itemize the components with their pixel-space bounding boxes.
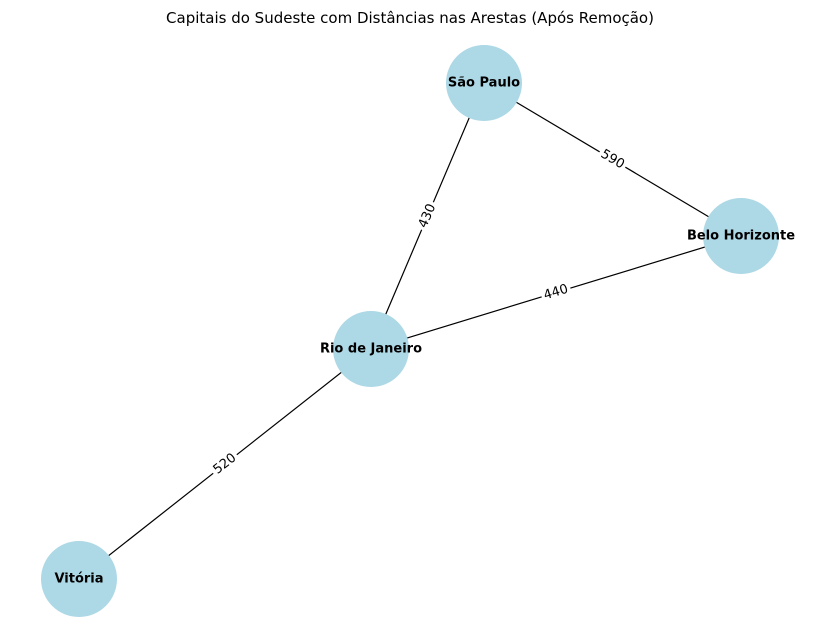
node-label: Belo Horizonte	[687, 229, 795, 244]
node-circle	[333, 311, 409, 387]
node-label: São Paulo	[448, 76, 520, 91]
node-sao-paulo: São Paulo	[446, 45, 522, 121]
node-label: Vitória	[54, 572, 103, 587]
edge-label-background	[539, 280, 573, 305]
node-belo-horizonte: Belo Horizonte	[687, 198, 795, 274]
edge-label-background	[208, 448, 242, 480]
edge-rio-de-janeiro-belo-horizonte: 440	[370, 235, 742, 350]
edge-rio-de-janeiro-vitoria: 520	[78, 348, 372, 580]
edge-sao-paulo-belo-horizonte: 590	[483, 82, 742, 237]
edge-label-background	[414, 199, 441, 233]
node-circle	[446, 45, 522, 121]
node-label: Rio de Janeiro	[320, 342, 422, 357]
diagram-title: Capitais do Sudeste com Distâncias nas A…	[166, 9, 654, 27]
node-vitoria: Vitória	[41, 541, 117, 617]
edge-label-background	[595, 144, 630, 175]
edge-distance-label: 440	[542, 282, 570, 304]
node-circle	[41, 541, 117, 617]
node-circle	[703, 198, 779, 274]
edge-sao-paulo-rio-de-janeiro: 430	[370, 82, 485, 350]
node-rio-de-janeiro: Rio de Janeiro	[320, 311, 422, 387]
